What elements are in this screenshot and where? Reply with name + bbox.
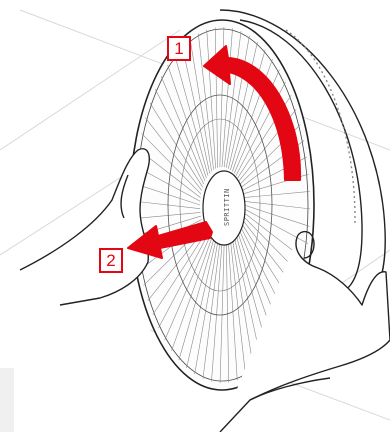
step-1-label: 1 <box>167 36 191 61</box>
left-hand-icon <box>20 149 149 305</box>
hub-brand-text: SPRITTIN <box>223 188 231 226</box>
corner-shadow <box>0 368 14 432</box>
step-2-label: 2 <box>99 248 123 273</box>
